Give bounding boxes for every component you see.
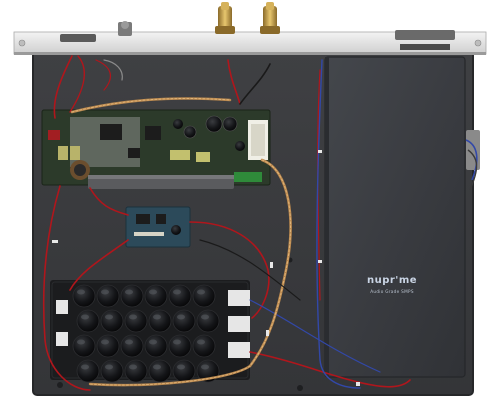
capacitor [192, 284, 216, 308]
capacitor [196, 359, 220, 383]
capacitor [76, 309, 100, 333]
binding-post-right [260, 2, 280, 34]
capacitor [96, 334, 120, 358]
capacitor [172, 309, 196, 333]
capacitor [100, 309, 124, 333]
cable-ties [52, 150, 360, 386]
capacitor [144, 284, 168, 308]
capacitor [168, 284, 192, 308]
capacitor [192, 334, 216, 358]
capacitor-bank [50, 280, 250, 383]
capacitor [100, 359, 124, 383]
capacitor [96, 284, 120, 308]
mains-connector [465, 130, 480, 191]
green-terminal-block [234, 172, 262, 182]
capacitor [124, 359, 148, 383]
psu-brand-tagline: Audio Grade SMPS [370, 289, 414, 294]
capacitor [72, 334, 96, 358]
psu-brand-logo: nupr'me [367, 275, 417, 286]
amplifier-pcb [41, 109, 271, 186]
capacitor [196, 309, 220, 333]
psu-cover: nupr'me Audio Grade SMPS [324, 56, 466, 378]
heatsink-bar [88, 175, 234, 189]
binding-post-left [215, 2, 235, 34]
capacitor [72, 284, 96, 308]
capacitor [172, 359, 196, 383]
capacitor [120, 284, 144, 308]
wiring [42, 55, 411, 391]
capacitor [124, 309, 148, 333]
capacitor [148, 359, 172, 383]
capacitor [144, 334, 168, 358]
capacitor [168, 334, 192, 358]
capacitor [148, 309, 172, 333]
rear-panel [13, 21, 487, 55]
capacitor [120, 334, 144, 358]
capacitor [76, 359, 100, 383]
input-pcb [125, 206, 191, 248]
